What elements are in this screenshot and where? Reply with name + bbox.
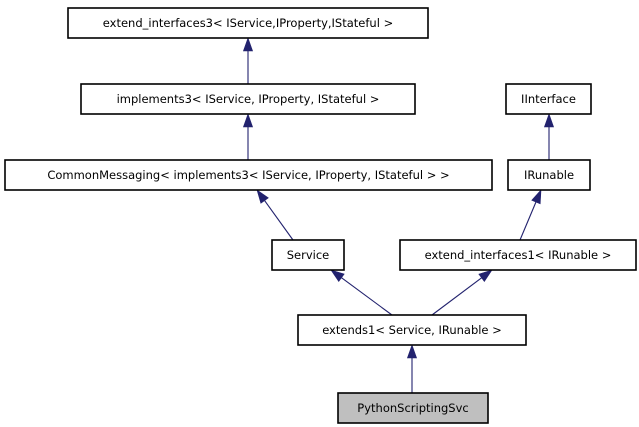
- class-node-implements3[interactable]: implements3< IService, IProperty, IState…: [80, 83, 416, 115]
- class-node-box[interactable]: [271, 239, 345, 271]
- class-node-pythonscriptingsvc[interactable]: PythonScriptingSvc: [337, 392, 489, 424]
- inheritance-arrow-icon: [531, 189, 542, 205]
- class-node-label: Service: [287, 248, 330, 262]
- edge-line: [341, 277, 393, 316]
- class-node-label: IInterface: [521, 92, 576, 106]
- nodes-layer: extend_interfaces3< IService,IProperty,I…: [4, 7, 637, 424]
- class-node-label: PythonScriptingSvc: [357, 401, 468, 415]
- inheritance-edge: [543, 113, 555, 160]
- inheritance-arrow-icon: [330, 269, 345, 282]
- class-node-label: extends1< Service, IRunable >: [322, 323, 502, 337]
- class-node-box[interactable]: [337, 392, 489, 424]
- class-node-label: IRunable: [524, 168, 574, 182]
- inheritance-arrow-icon: [242, 37, 254, 52]
- inheritance-edge: [406, 344, 418, 393]
- edge-line: [431, 277, 482, 316]
- class-node-commonmessaging[interactable]: CommonMessaging< implements3< IService, …: [4, 159, 493, 191]
- class-node-extend_interfaces1[interactable]: extend_interfaces1< IRunable >: [399, 239, 637, 271]
- edge-line: [264, 200, 294, 241]
- inheritance-arrow-icon: [543, 113, 555, 128]
- class-node-box[interactable]: [4, 159, 493, 191]
- class-node-box[interactable]: [399, 239, 637, 271]
- inheritance-arrow-icon: [256, 189, 269, 204]
- inheritance-arrow-icon: [478, 269, 493, 282]
- inheritance-edge: [519, 189, 542, 241]
- edges-layer: [242, 37, 555, 393]
- inheritance-edge: [431, 269, 493, 316]
- class-node-box[interactable]: [297, 314, 527, 346]
- edge-line: [519, 201, 537, 241]
- class-node-label: extend_interfaces3< IService,IProperty,I…: [103, 16, 393, 30]
- inheritance-edge: [256, 189, 294, 241]
- class-node-extend_interfaces3[interactable]: extend_interfaces3< IService,IProperty,I…: [67, 7, 429, 39]
- class-node-box[interactable]: [505, 83, 592, 115]
- class-node-label: CommonMessaging< implements3< IService, …: [47, 168, 449, 182]
- class-node-iinterface[interactable]: IInterface: [505, 83, 592, 115]
- inheritance-arrow-icon: [406, 344, 418, 359]
- class-node-extends1[interactable]: extends1< Service, IRunable >: [297, 314, 527, 346]
- class-node-label: extend_interfaces1< IRunable >: [425, 248, 612, 262]
- inheritance-arrow-icon: [242, 113, 254, 128]
- class-node-service[interactable]: Service: [271, 239, 345, 271]
- class-node-box[interactable]: [67, 7, 429, 39]
- class-node-box[interactable]: [507, 159, 591, 191]
- inheritance-edge: [330, 269, 393, 316]
- class-node-label: implements3< IService, IProperty, IState…: [117, 92, 380, 106]
- class-node-box[interactable]: [80, 83, 416, 115]
- inheritance-edge: [242, 113, 254, 160]
- class-node-irunable[interactable]: IRunable: [507, 159, 591, 191]
- inheritance-edge: [242, 37, 254, 84]
